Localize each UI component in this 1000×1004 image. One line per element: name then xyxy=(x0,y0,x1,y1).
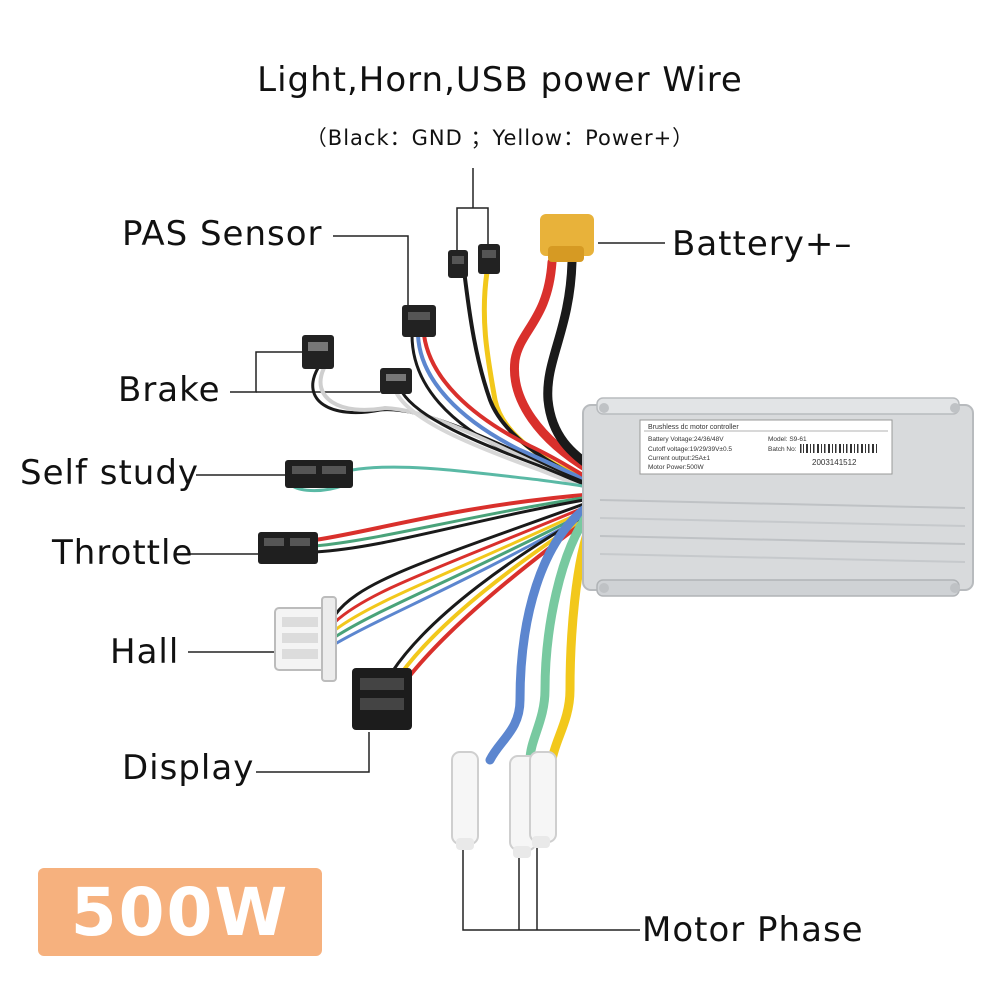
wire-phase-yellow xyxy=(547,515,597,765)
wire-throttle-black xyxy=(313,496,597,554)
motor-phase-sleeve-3 xyxy=(529,751,557,848)
wire-hall-black xyxy=(333,498,597,617)
callout-lines xyxy=(188,168,665,931)
label-brake: Brake xyxy=(118,370,221,410)
connector-pas xyxy=(402,305,436,337)
wire-display-red xyxy=(406,512,597,680)
callout-brake xyxy=(230,351,302,393)
label-self-study: Self study xyxy=(20,453,200,493)
controller-label: Brushless dc motor controller Battery Vo… xyxy=(639,419,893,475)
connector-display xyxy=(352,668,412,730)
wire-hall-yellow xyxy=(333,504,597,632)
wire-brake2-black xyxy=(400,390,597,490)
controller-battery-voltage: Battery Voltage:24/36/48V xyxy=(648,436,724,443)
label-throttle: Throttle xyxy=(52,533,194,573)
power-badge-text: 500W xyxy=(70,873,290,951)
power-badge: 500W xyxy=(38,868,322,956)
connectors xyxy=(258,214,594,858)
controller-motor-power: Motor Power:500W xyxy=(648,464,704,471)
wire-hall-red xyxy=(333,501,597,624)
callout-motor-phase xyxy=(462,848,640,931)
label-pas-sensor: PAS Sensor xyxy=(122,214,323,254)
connector-usb-2 xyxy=(478,244,500,274)
wire-throttle-green xyxy=(313,494,597,548)
controller-current-output: Current output:25A±1 xyxy=(648,455,710,462)
connector-hall xyxy=(274,596,337,682)
callout-display xyxy=(256,732,370,773)
wire-phase-blue xyxy=(485,500,595,765)
controller-model: Model: S9-61 xyxy=(768,436,807,443)
connector-brake-2 xyxy=(380,368,412,394)
controller-batch-number: 2003141512 xyxy=(812,458,857,467)
wire-hall-blue xyxy=(333,508,597,646)
wire-hall-green xyxy=(333,506,597,639)
wire-battery-black xyxy=(543,257,600,475)
connector-throttle xyxy=(258,532,318,564)
controller-cutoff-voltage: Cutoff voltage:19/29/39V±0.5 xyxy=(648,446,732,453)
connector-xt60 xyxy=(540,214,594,262)
barcode-icon xyxy=(800,444,877,453)
connector-usb-1 xyxy=(448,250,468,278)
callout-pas xyxy=(333,235,409,305)
wire-pas-blue xyxy=(416,333,597,486)
controller-batch: Batch No: xyxy=(768,446,797,453)
label-motor-phase: Motor Phase xyxy=(642,910,864,950)
label-battery: Battery+– xyxy=(672,224,853,264)
connector-self-study xyxy=(285,460,353,488)
motor-phase-sleeve-1 xyxy=(451,751,479,850)
connector-brake-1 xyxy=(302,335,334,369)
callout-light-horn-usb-bracket xyxy=(456,207,489,250)
wire-self-study-green xyxy=(350,465,597,490)
controller-name: Brushless dc motor controller xyxy=(648,424,739,431)
wire-bundle xyxy=(286,257,600,765)
wire-pas-red xyxy=(422,333,597,484)
page-title: Light,Horn,USB power Wire xyxy=(257,60,743,100)
controller-housing: Brushless dc motor controller Battery Vo… xyxy=(582,397,974,597)
wire-battery-red xyxy=(509,257,595,475)
page-subtitle: （Black：GND ；Yellow：Power+） xyxy=(305,126,695,150)
label-hall: Hall xyxy=(110,632,180,672)
wire-phase-green xyxy=(525,507,595,765)
label-display: Display xyxy=(122,748,255,788)
wire-throttle-red xyxy=(313,492,597,542)
